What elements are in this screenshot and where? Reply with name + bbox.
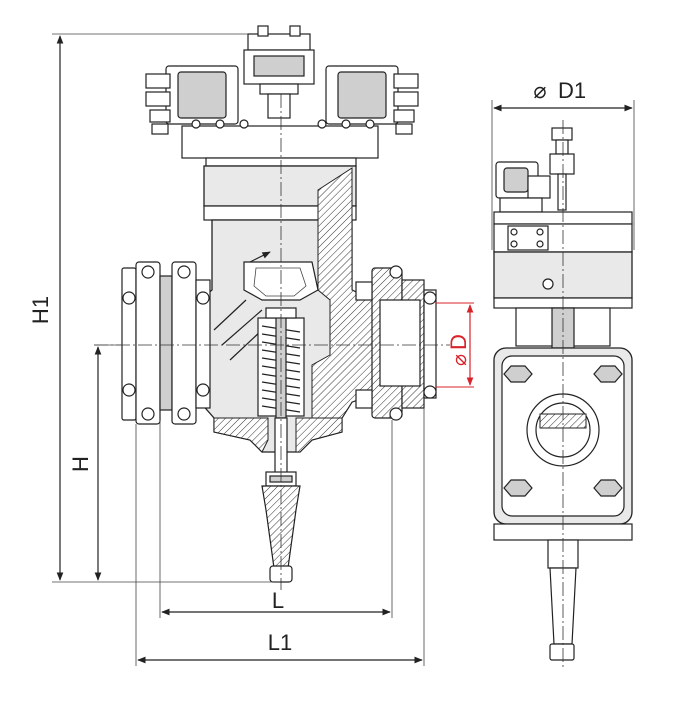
label-L: L: [272, 588, 284, 613]
label-D1-symbol: ⌀: [533, 78, 546, 103]
solenoid-right: [325, 65, 419, 135]
label-D1: D1: [558, 78, 586, 103]
flange-left: [121, 261, 211, 425]
dimension-lines-front: H1 H L L1 ⌀ D: [28, 33, 474, 666]
label-D-symbol: ⌀: [449, 354, 471, 366]
front-section-view: [94, 25, 450, 590]
top-plate-bolts: [191, 119, 375, 129]
side-pilot: [495, 127, 575, 213]
solenoid-left: [145, 65, 239, 135]
flange-right: [355, 265, 437, 421]
top-pilot-fitting: [243, 25, 315, 119]
side-view: ⌀ D1: [491, 78, 635, 670]
side-body-nuts: [503, 365, 623, 497]
label-H1: H1: [28, 296, 53, 324]
body-wall-bottom-hatch: [213, 417, 269, 453]
flow-lines: [213, 299, 263, 361]
label-H: H: [68, 456, 93, 472]
top-plate: [181, 125, 379, 159]
body-wall-bottom-hatch-right: [295, 417, 343, 453]
label-L1: L1: [268, 630, 292, 655]
flow-arrow: [249, 251, 271, 263]
label-D: D: [446, 334, 471, 350]
